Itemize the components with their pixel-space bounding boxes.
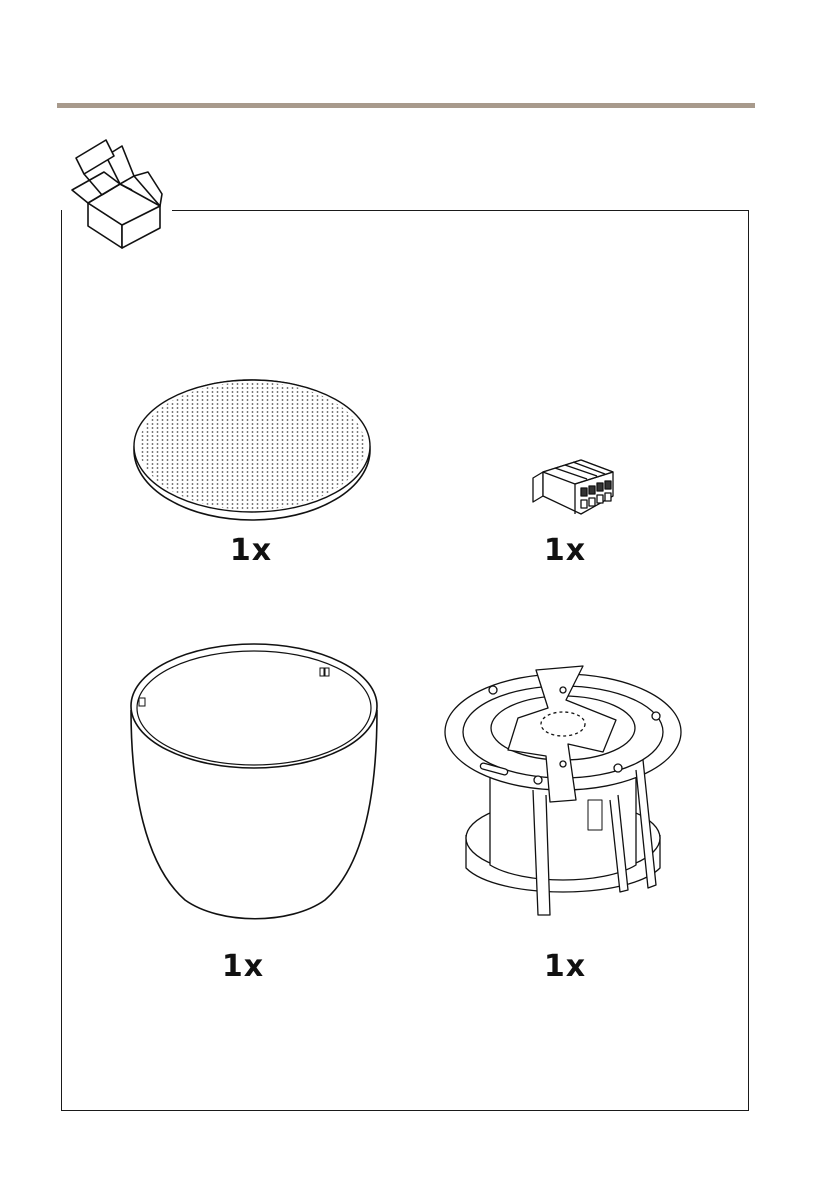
back-can-icon <box>125 640 385 925</box>
open-box-icon <box>62 128 172 253</box>
grille-quantity: 1x <box>211 536 291 566</box>
connector-quantity: 1x <box>525 536 605 566</box>
connector-icon <box>525 452 620 522</box>
speaker-unit-icon <box>438 660 688 925</box>
grille-icon <box>130 378 375 523</box>
header-rule <box>57 103 755 108</box>
speaker-unit-quantity: 1x <box>525 952 605 982</box>
back-can-quantity: 1x <box>203 952 283 982</box>
